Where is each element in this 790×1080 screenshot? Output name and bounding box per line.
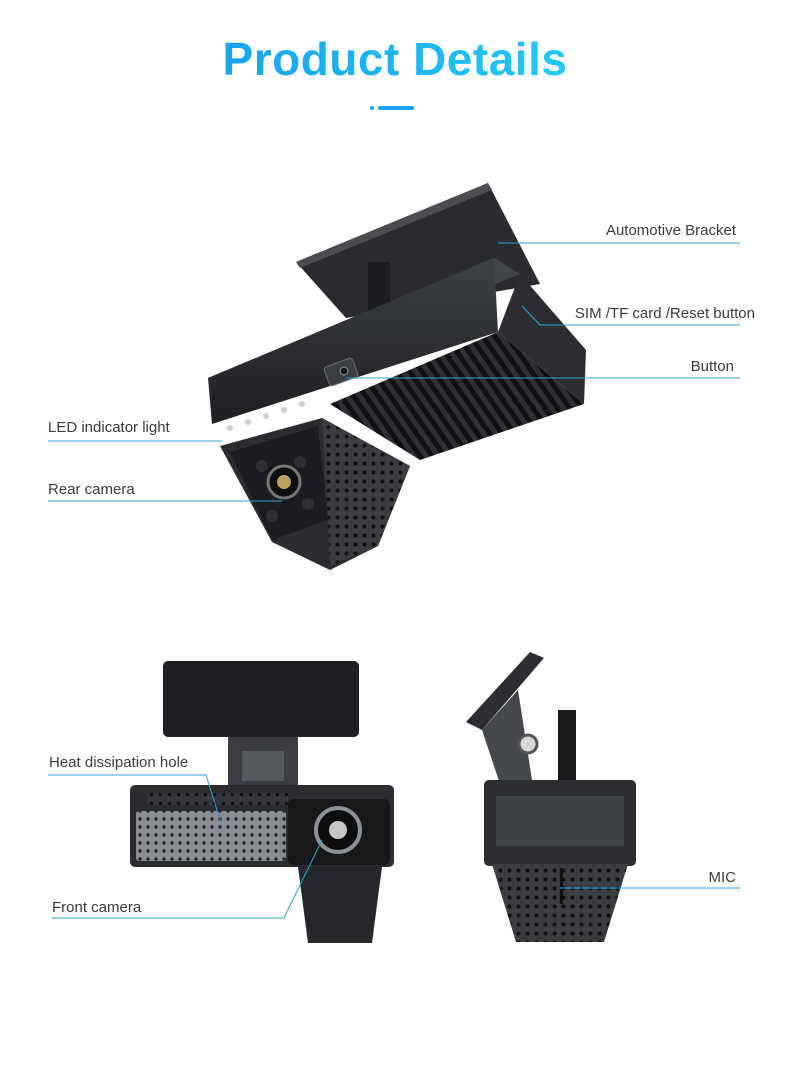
- rear-camera-label: Rear camera: [48, 481, 135, 498]
- title-underline-dot: [370, 106, 374, 110]
- dashcam-front-image: [130, 661, 394, 943]
- page-title: Product Details: [222, 33, 568, 85]
- led-indicator-label: LED indicator light: [48, 419, 170, 436]
- sim-tf-reset-label: SIM /TF card /Reset button: [574, 305, 755, 322]
- button-label: Button: [690, 358, 734, 375]
- heat-dissipation-label: Heat dissipation hole: [49, 754, 189, 771]
- dashcam-back-image: [466, 652, 636, 942]
- title-underline: [378, 106, 414, 110]
- front-camera-label: Front camera: [52, 899, 142, 916]
- dashcam-angled-image: [208, 183, 586, 570]
- mic-label: MIC: [708, 869, 737, 886]
- automotive-bracket-label: Automotive Bracket: [605, 222, 736, 239]
